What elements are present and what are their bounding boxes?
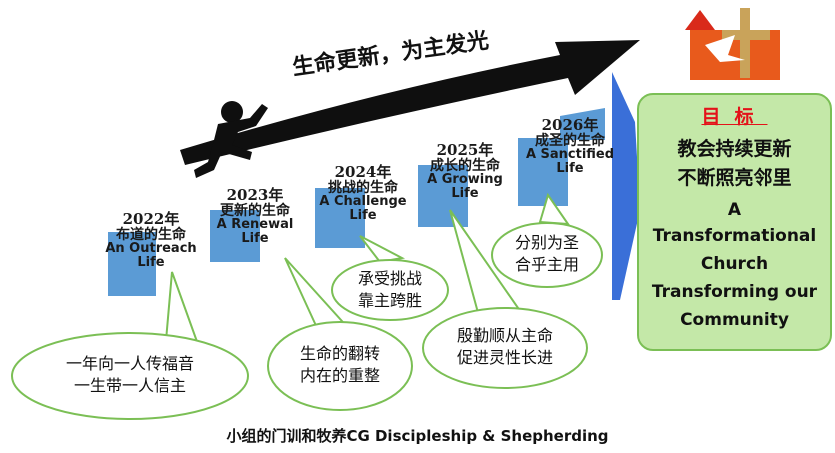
bubble-1-text: 一年向一人传福音 一生带一人信主 bbox=[30, 353, 230, 396]
bubble-line: 分别为圣 bbox=[514, 233, 579, 252]
goal-line-en-2: Transformational bbox=[652, 226, 817, 246]
step-year: 2025年 bbox=[436, 141, 494, 159]
step-en-life: Life bbox=[137, 255, 165, 271]
bubble-3-text: 承受挑战 靠主跨胜 bbox=[335, 268, 445, 311]
step-year: 2023年 bbox=[226, 186, 284, 204]
step-2022 bbox=[108, 232, 156, 296]
bubble-line: 一年向一人传福音 bbox=[65, 354, 194, 373]
speech-bubbles bbox=[11, 192, 603, 420]
step-2023 bbox=[210, 210, 260, 262]
step-year: 2022年 bbox=[122, 210, 180, 228]
goal-arrow bbox=[612, 72, 640, 300]
staircase bbox=[108, 108, 605, 296]
step-en-life: Life bbox=[451, 186, 479, 202]
step-label-2024: 2024年 挑战的生命 A Challenge Life bbox=[305, 163, 421, 224]
bubble-line: 一生带一人信主 bbox=[73, 375, 186, 395]
step-label-2022: 2022年 布道的生命 An Outreach Life bbox=[96, 210, 206, 271]
step-cn: 更新的生命 bbox=[220, 202, 290, 219]
step-en: A Growing bbox=[427, 172, 503, 188]
goal-box bbox=[637, 93, 832, 351]
step-cn: 成圣的生命 bbox=[535, 132, 605, 149]
goal-line-en-3: Church bbox=[700, 254, 769, 274]
bubble-3 bbox=[331, 259, 449, 321]
rising-arrow bbox=[180, 40, 640, 165]
step-en: A Challenge bbox=[319, 194, 407, 210]
runner-silhouette-icon bbox=[194, 101, 268, 178]
step-2026-cap bbox=[560, 108, 605, 140]
bubble-3-tail bbox=[359, 235, 406, 264]
cross-dove-emblem-icon bbox=[685, 8, 780, 80]
bubble-line: 促进灵性长进 bbox=[456, 347, 553, 367]
step-label-2025: 2025年 成长的生命 A Growing Life bbox=[410, 141, 520, 202]
goal-line-en-1: A bbox=[727, 200, 742, 220]
step-en-life: Life bbox=[349, 208, 377, 224]
step-en: A Sanctified bbox=[525, 147, 615, 163]
step-year: 2026年 bbox=[541, 116, 599, 134]
bubble-line: 靠主跨胜 bbox=[357, 290, 422, 310]
step-2025 bbox=[418, 165, 468, 227]
goal-line-cn-1: 教会持续更新 bbox=[677, 138, 792, 160]
step-cn: 挑战的生命 bbox=[328, 179, 398, 196]
bubble-line: 承受挑战 bbox=[357, 269, 422, 288]
bubble-line: 殷勤顺从主命 bbox=[456, 326, 553, 345]
bubble-2-text: 生命的翻转 内在的重整 bbox=[270, 343, 410, 386]
step-cn: 布道的生命 bbox=[116, 226, 186, 243]
step-en: An Outreach bbox=[105, 241, 197, 257]
step-label-2026: 2026年 成圣的生命 A Sanctified Life bbox=[512, 116, 628, 177]
step-2026 bbox=[518, 138, 568, 206]
step-label-2023: 2023年 更新的生命 A Renewal Life bbox=[200, 186, 310, 247]
bubble-5-text: 分别为圣 合乎主用 bbox=[495, 232, 599, 275]
caption: 小组的门训和牧养CG Discipleship & Shepherding bbox=[226, 427, 609, 445]
bubble-4-text: 殷勤顺从主命 促进灵性长进 bbox=[425, 325, 585, 368]
bubble-1 bbox=[11, 332, 249, 420]
step-year: 2024年 bbox=[334, 163, 392, 181]
goal-title: 目标 bbox=[701, 106, 768, 128]
goal-line-en-5: Community bbox=[680, 310, 789, 330]
goal-line-cn-2: 不断照亮邻里 bbox=[677, 167, 792, 189]
bubble-2 bbox=[267, 321, 413, 411]
step-cn: 成长的生命 bbox=[430, 157, 500, 174]
bubble-4 bbox=[422, 307, 588, 389]
step-en: A Renewal bbox=[216, 217, 294, 233]
bubble-line: 内在的重整 bbox=[299, 365, 380, 385]
goal-line-en-4: Transforming our bbox=[651, 282, 818, 302]
step-en-life: Life bbox=[556, 161, 584, 177]
step-2024 bbox=[315, 188, 365, 248]
step-en-life: Life bbox=[241, 231, 269, 247]
bubble-line: 合乎主用 bbox=[514, 254, 579, 274]
bubble-line: 生命的翻转 bbox=[299, 344, 380, 363]
bubble-5 bbox=[491, 222, 603, 288]
